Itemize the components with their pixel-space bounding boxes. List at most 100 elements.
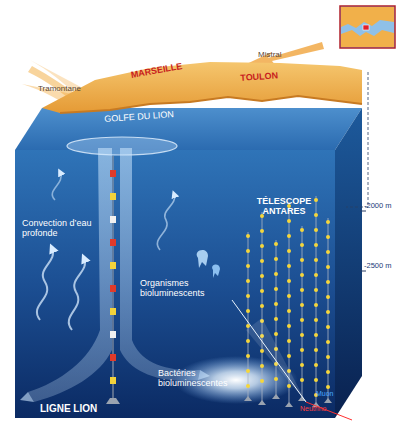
swirl-arrow <box>37 248 53 320</box>
instrument-bead <box>110 193 116 200</box>
optical-module <box>246 369 250 373</box>
illustration-label: Neutrino <box>300 405 335 413</box>
instrument-bead <box>110 216 116 223</box>
optical-module <box>314 303 318 307</box>
optical-module <box>246 264 250 268</box>
optical-module <box>246 279 250 283</box>
illustration-label: -2000 m <box>364 202 400 211</box>
instrument-bead <box>110 262 116 269</box>
optical-module <box>287 339 291 343</box>
optical-module <box>314 318 318 322</box>
instrument-bead <box>110 377 116 384</box>
optical-module <box>326 295 330 299</box>
optical-module <box>326 250 330 254</box>
optical-module <box>287 384 291 388</box>
optical-module <box>246 354 250 358</box>
optical-module <box>260 289 264 293</box>
instrument-bead <box>110 170 116 177</box>
instrument-bead <box>110 285 116 292</box>
optical-module <box>314 228 318 232</box>
illustration-label: Bactéries bioluminescentes <box>158 368 233 389</box>
optical-module <box>300 363 304 367</box>
optical-module <box>287 324 291 328</box>
jellyfish <box>212 265 220 278</box>
optical-module <box>287 309 291 313</box>
optical-module <box>260 274 264 278</box>
map-land <box>341 30 394 47</box>
convection-column <box>28 148 112 402</box>
illustration-label: Convection d’eau profonde <box>22 218 94 239</box>
optical-module <box>287 249 291 253</box>
optical-module <box>314 288 318 292</box>
optical-module <box>326 325 330 329</box>
optical-module <box>326 235 330 239</box>
optical-module <box>274 332 278 336</box>
illustration-label: Organismes bioluminescents <box>140 278 215 299</box>
illustration-label: LIGNE LION <box>40 403 120 415</box>
optical-module <box>314 348 318 352</box>
optical-module <box>260 229 264 233</box>
optical-module <box>314 213 318 217</box>
illustration-label: Muon <box>316 390 346 398</box>
arrow-head <box>20 392 34 402</box>
optical-module <box>326 370 330 374</box>
optical-module <box>260 259 264 263</box>
optical-module <box>287 264 291 268</box>
coastline <box>60 96 362 113</box>
optical-module <box>314 333 318 337</box>
line-anchor <box>258 400 266 405</box>
illustration-label: -2500 m <box>364 262 400 271</box>
optical-module <box>314 363 318 367</box>
optical-module <box>287 279 291 283</box>
optical-module <box>326 220 330 224</box>
optical-module <box>314 273 318 277</box>
optical-module <box>246 294 250 298</box>
optical-module <box>246 309 250 313</box>
sea-side-face <box>335 108 362 418</box>
instrument-bead <box>110 331 116 338</box>
optical-module <box>300 258 304 262</box>
line-anchor <box>324 398 332 403</box>
optical-module <box>260 364 264 368</box>
optical-module <box>260 304 264 308</box>
swirl-arrow <box>157 194 174 250</box>
depth-tick <box>360 211 366 212</box>
map-inset <box>340 6 395 48</box>
optical-module <box>314 198 318 202</box>
optical-module <box>274 302 278 306</box>
illustration-label: MARSEILLE <box>130 58 201 80</box>
instrument-bead <box>110 239 116 246</box>
optical-module <box>314 378 318 382</box>
optical-module <box>300 243 304 247</box>
optical-module <box>326 265 330 269</box>
illustration-label: GOLFE DU LION <box>104 108 195 125</box>
sea-surface <box>15 108 362 150</box>
line-anchor <box>244 396 252 401</box>
optical-module <box>274 242 278 246</box>
optical-module <box>246 234 250 238</box>
cherenkov-cone <box>246 318 306 402</box>
optical-module <box>314 243 318 247</box>
optical-module <box>274 317 278 321</box>
illustration-label: TÉLESCOPE ANTARES <box>244 196 324 217</box>
detector-lines <box>244 196 332 407</box>
swirl-arrow <box>52 172 61 200</box>
optical-module <box>326 340 330 344</box>
illustration-label: TOULON <box>240 70 291 84</box>
coast-land <box>42 62 362 113</box>
optical-module <box>274 257 278 261</box>
convection-column <box>120 148 200 381</box>
optical-module <box>287 294 291 298</box>
optical-module <box>260 244 264 248</box>
map-marker <box>363 25 369 30</box>
optical-module <box>274 287 278 291</box>
detector-line <box>248 232 249 398</box>
mooring-line <box>112 156 113 398</box>
optical-module <box>246 249 250 253</box>
instrument-bead <box>110 354 116 361</box>
optical-module <box>300 228 304 232</box>
detector-line <box>302 226 303 398</box>
optical-module <box>287 234 291 238</box>
